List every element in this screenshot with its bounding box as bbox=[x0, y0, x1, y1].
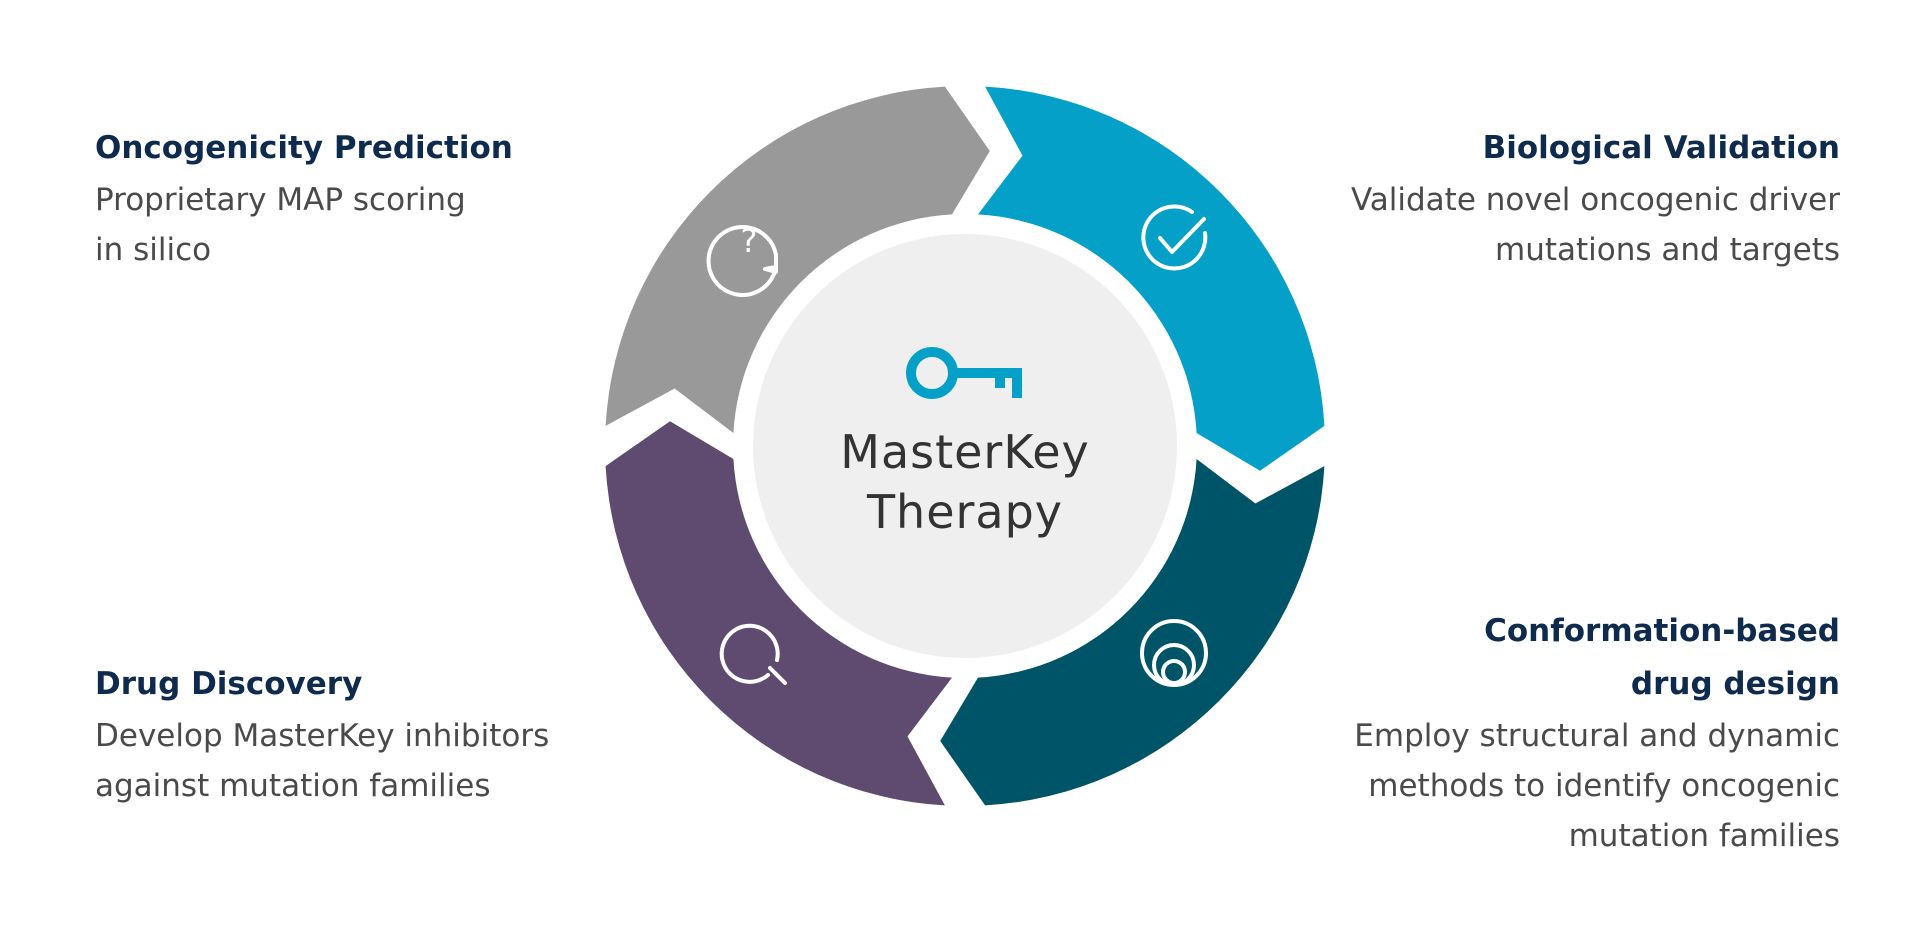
step-description: Validate novel oncogenic driver mutation… bbox=[1280, 175, 1840, 275]
segment-biological bbox=[978, 86, 1325, 471]
cycle-segments bbox=[605, 86, 1325, 806]
step-oncogenicity-prediction: Oncogenicity Prediction Proprietary MAP … bbox=[95, 122, 655, 275]
key-icon bbox=[906, 347, 1022, 399]
step-heading: Oncogenicity Prediction bbox=[95, 122, 655, 175]
segment-drug-discovery bbox=[605, 421, 952, 806]
description-line: Proprietary MAP scoring bbox=[95, 182, 466, 218]
center-disk bbox=[753, 234, 1177, 658]
segment-oncogenicity bbox=[605, 86, 990, 433]
step-drug-discovery: Drug Discovery Develop MasterKey inhibit… bbox=[95, 658, 655, 811]
description-line: Employ structural and dynamic bbox=[1354, 718, 1840, 754]
heading-line: Oncogenicity Prediction bbox=[95, 130, 513, 166]
concentric-circles-icon bbox=[1140, 619, 1208, 687]
description-line: against mutation families bbox=[95, 768, 491, 804]
step-biological-validation: Biological Validation Validate novel onc… bbox=[1280, 122, 1840, 275]
description-line: Validate novel oncogenic driver bbox=[1350, 182, 1840, 218]
description-line: mutation families bbox=[1568, 818, 1840, 854]
step-heading: Conformation-based drug design bbox=[1280, 605, 1840, 711]
check-circle-icon bbox=[1141, 204, 1208, 271]
heading-line: drug design bbox=[1630, 666, 1840, 702]
description-line: in silico bbox=[95, 232, 212, 268]
description-line: mutations and targets bbox=[1495, 232, 1840, 268]
question-mark-glyph: ? bbox=[741, 222, 758, 260]
step-heading: Drug Discovery bbox=[95, 658, 655, 711]
heading-line: Conformation-based bbox=[1484, 613, 1840, 649]
magnifier-icon bbox=[719, 623, 787, 685]
step-conformation-based-drug-design: Conformation-based drug design Employ st… bbox=[1280, 605, 1840, 861]
question-bubble-icon bbox=[706, 225, 778, 297]
step-description: Proprietary MAP scoring in silico bbox=[95, 175, 655, 275]
center-title-line2: Therapy bbox=[866, 485, 1063, 539]
description-line: methods to identify oncogenic bbox=[1368, 768, 1840, 804]
segment-conformation bbox=[940, 459, 1325, 806]
step-description: Employ structural and dynamic methods to… bbox=[1280, 711, 1840, 861]
step-description: Develop MasterKey inhibitors against mut… bbox=[95, 711, 655, 811]
description-line: Develop MasterKey inhibitors bbox=[95, 718, 550, 754]
heading-line: Drug Discovery bbox=[95, 666, 363, 702]
heading-line: Biological Validation bbox=[1482, 130, 1840, 166]
step-heading: Biological Validation bbox=[1280, 122, 1840, 175]
center-title-line1: MasterKey bbox=[840, 425, 1090, 479]
